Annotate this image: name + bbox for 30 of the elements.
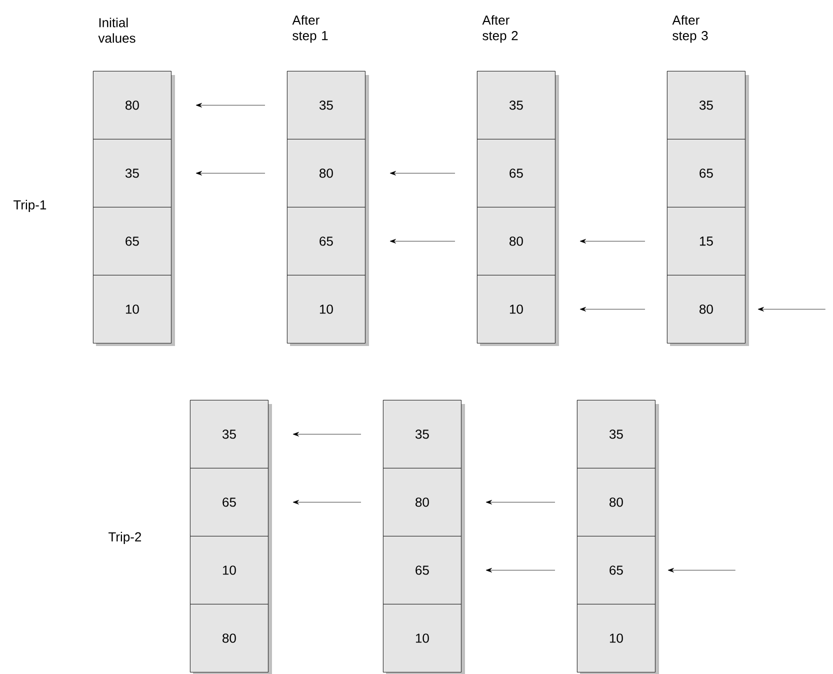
arrow [292,432,362,436]
array-cell: 65 [383,536,462,604]
arrow [486,500,556,504]
arrow [292,500,362,504]
array-cell: 10 [577,604,656,672]
array-cell: 35 [577,400,656,468]
array-cell: 35 [190,400,268,468]
array-cell: 80 [577,468,656,536]
array-cell: 65 [190,468,268,536]
column-heading: Initial values [98,18,136,43]
array-cell: 35 [383,400,462,468]
array-cell: 65 [577,536,656,604]
arrow [486,568,556,572]
arrow [196,170,266,176]
array-cell: 10 [190,536,268,604]
array-cell: 80 [190,604,268,672]
arrow [580,306,646,312]
row-label: Trip-2 [108,532,141,544]
arrow [758,306,826,312]
column-heading: After step 1 [292,15,328,43]
arrow [390,170,456,176]
array-cell: 80 [383,468,462,536]
column-heading: After step 2 [482,15,518,43]
column-heading: After step 3 [672,15,708,43]
arrow [580,238,646,244]
arrow [196,102,266,108]
row-label: Trip-1 [14,200,46,212]
arrow [668,568,736,572]
arrow [390,238,456,244]
array-cell: 10 [383,604,462,672]
